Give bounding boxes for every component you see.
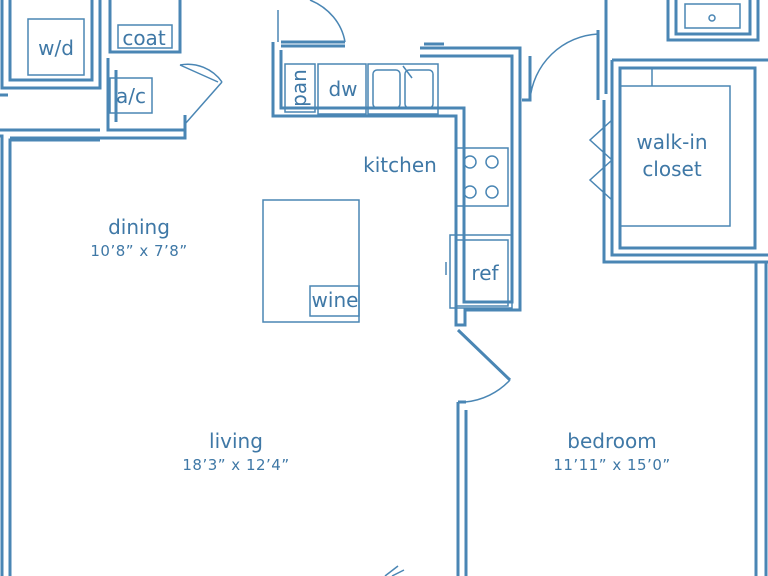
bedroom-outer-walls [754,262,768,576]
kitchen-island: wine [262,199,360,323]
closet-label-line2: closet [642,157,702,181]
washer-dryer-label: w/d [38,36,74,60]
coat-closet: coat [117,24,173,50]
dining-dimensions: 10’8” x 7’8” [90,242,187,260]
pantry: pan [284,63,316,113]
closet-label-line1: walk-in [636,130,707,154]
washer-dryer: w/d [27,18,85,76]
ac-unit: a/c [109,77,153,114]
coat-label: coat [122,26,165,50]
kitchen-label: kitchen [363,153,437,177]
refrigerator: ref [445,234,513,309]
sink [367,63,439,115]
ac-label: a/c [116,84,146,108]
closet-walls [522,0,768,264]
dining-label: dining [108,215,170,239]
pantry-label: pan [287,69,311,107]
bedroom-walls [456,328,512,576]
wine-label: wine [312,288,359,312]
bedroom-dimensions: 11’11” x 15’0” [553,456,670,474]
patio-door [384,565,405,576]
living-label: living [209,429,263,453]
living-dining-walls [0,124,187,576]
dishwasher-label: dw [328,77,357,101]
bedroom-label: bedroom [567,429,656,453]
entry-door [277,0,346,43]
dishwasher: dw [317,63,367,115]
refrigerator-label: ref [471,261,499,285]
stove [455,147,509,207]
living-dimensions: 18’3” x 12’4” [182,456,289,474]
kitchen-walls [271,40,522,327]
